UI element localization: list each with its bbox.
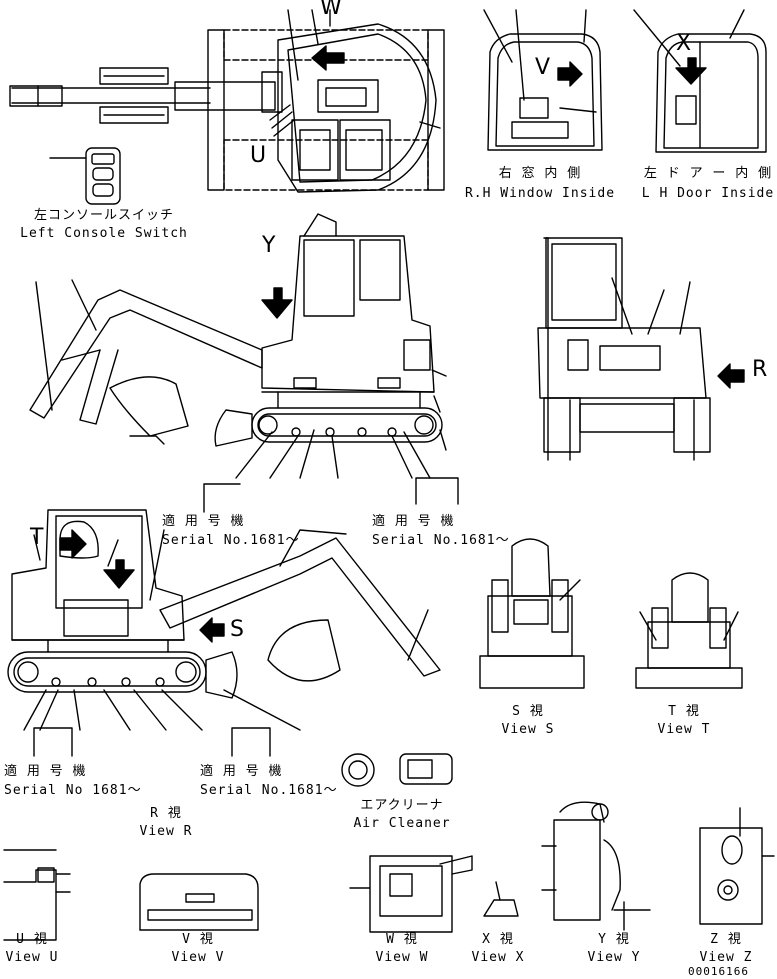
- view-v-label-jp: V 視: [182, 932, 214, 947]
- serial-label-2: Serial No.1681～: [372, 533, 510, 548]
- left-console-label-jp: 左コンソールスイッチ: [33, 208, 175, 223]
- serial-label-jp-1: 適 用 号 機: [162, 514, 245, 529]
- view-t-label-jp: T 視: [668, 704, 700, 719]
- view-x-label-en: View X: [471, 950, 525, 965]
- view-x-label-jp: X 視: [482, 932, 514, 947]
- view-letter-r: R: [752, 357, 768, 382]
- serial-label-jp-2: 適 用 号 機: [372, 514, 455, 529]
- lh-door-inside: [633, 9, 767, 153]
- serial-label-4: Serial No.1681～: [200, 783, 338, 798]
- view-letter-y: Y: [262, 233, 276, 258]
- view-z-label-en: View Z: [699, 950, 753, 965]
- view-s-label-en: View S: [501, 722, 555, 737]
- view-letter-v: V: [535, 55, 551, 80]
- top-view-machine: [9, 9, 445, 193]
- view-v-drawing: [139, 873, 259, 931]
- view-x-drawing: [483, 881, 519, 917]
- view-u-label-jp: U 視: [16, 932, 48, 947]
- view-w-label-en: View W: [375, 950, 429, 965]
- view-y-drawing: [541, 801, 651, 931]
- view-u-drawing: [3, 849, 71, 941]
- view-y-label-jp: Y 視: [598, 932, 630, 947]
- view-z-label-jp: Z 視: [710, 932, 742, 947]
- view-s-label-jp: S 視: [512, 704, 544, 719]
- view-t-drawing: [635, 572, 743, 689]
- view-letter-u: U: [250, 143, 267, 168]
- view-y-label-en: View Y: [587, 950, 641, 965]
- drawing-number: 00016166: [688, 965, 749, 978]
- rh-window-inside: [483, 9, 603, 151]
- left-console-switch: [49, 147, 121, 205]
- serial-label-1: Serial No.1681～: [162, 533, 300, 548]
- view-u-label-en: View U: [5, 950, 59, 965]
- rh-window-label-en: R.H Window Inside: [464, 186, 616, 201]
- view-v-label-en: View V: [171, 950, 225, 965]
- serial-label-jp-3: 適 用 号 機: [4, 764, 87, 779]
- view-letter-x: X: [676, 31, 692, 56]
- view-r-label-jp: R 視: [150, 806, 182, 821]
- air-cleaner-label-jp: エアクリーナ: [360, 798, 444, 813]
- lh-door-label-jp: 左 ド ア ー 内 側: [643, 166, 773, 181]
- view-r-label-en: View R: [139, 824, 193, 839]
- view-r-drawing: [537, 237, 745, 461]
- view-letter-t: T: [30, 525, 44, 550]
- view-letter-w: W: [320, 0, 342, 20]
- air-cleaner-label-en: Air Cleaner: [353, 816, 451, 831]
- view-w-drawing: [349, 855, 473, 933]
- air-cleaner-drawing: [341, 753, 453, 787]
- serial-label-jp-4: 適 用 号 機: [200, 764, 283, 779]
- side-view-excavator: [29, 213, 549, 513]
- rh-window-label-jp: 右 窓 内 側: [498, 166, 582, 181]
- view-t-label-en: View T: [657, 722, 711, 737]
- serial-label-3: Serial No 1681～: [4, 783, 142, 798]
- lh-door-label-en: L H Door Inside: [641, 186, 775, 201]
- view-s-drawing: [479, 538, 585, 689]
- left-side-view-excavator: [7, 509, 441, 757]
- view-z-drawing: [699, 807, 775, 925]
- view-w-label-jp: W 視: [386, 932, 418, 947]
- view-letter-s: S: [230, 617, 244, 642]
- left-console-label-en: Left Console Switch: [20, 226, 188, 241]
